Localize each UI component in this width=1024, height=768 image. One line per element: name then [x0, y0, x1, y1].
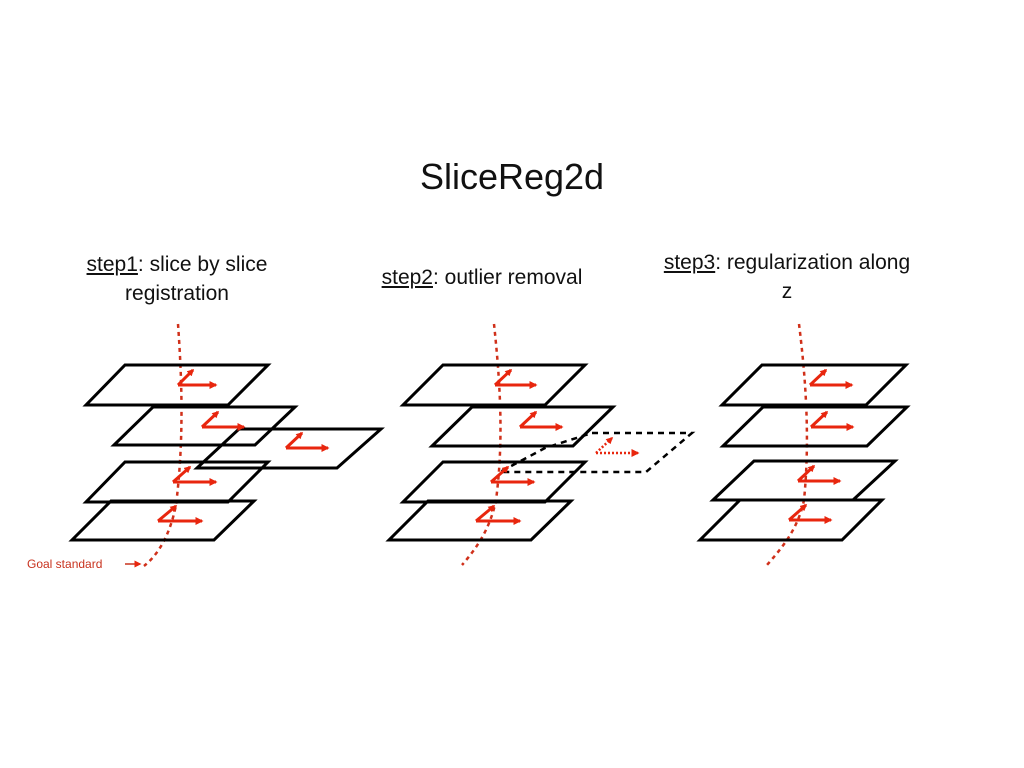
rotation-arrow [518, 410, 538, 429]
rotation-arrow [808, 368, 828, 387]
goal-standard-label: Goal standard [27, 557, 103, 571]
step2-caption: step2: outlier removal [352, 263, 612, 292]
slice [82, 363, 272, 407]
step2-text: : outlier removal [432, 266, 583, 289]
slice [385, 499, 575, 542]
rotation-arrow [809, 410, 829, 429]
rotation-arrow [475, 504, 496, 523]
step2-key: step2 [381, 266, 433, 289]
slice [696, 498, 886, 542]
step1-key: step1 [86, 253, 138, 276]
rotation-arrow [200, 410, 220, 429]
slice [428, 405, 617, 448]
step1-caption: step1: slice by slice registration [52, 250, 302, 308]
step2-stack [385, 323, 696, 566]
page-title: SliceReg2d [419, 156, 605, 197]
rotation-arrow [788, 503, 808, 522]
slice [719, 405, 911, 448]
slice [68, 499, 258, 542]
step1-stack [68, 323, 385, 568]
step3-stack [696, 323, 911, 566]
slice [399, 363, 589, 407]
step3-key: step3 [663, 251, 716, 274]
step1-text: : slice by slice registration [125, 253, 268, 305]
rotation-arrow [796, 464, 816, 483]
step3-text: : regularization along z [715, 251, 911, 303]
goal-standard-curve [461, 323, 502, 566]
slice [718, 363, 910, 407]
outlier-rotation-arrow [595, 436, 614, 454]
rotation-arrow [172, 465, 192, 484]
slice [110, 405, 299, 447]
step3-caption: step3: regularization along z [662, 248, 912, 306]
rotation-arrow [157, 504, 178, 523]
rotation-arrow [284, 431, 304, 450]
goal-standard-curve [766, 323, 809, 566]
slice-misaligned [193, 427, 385, 470]
goal-standard-curve [143, 323, 183, 567]
rotation-arrow [493, 368, 513, 387]
rotation-arrow [490, 465, 510, 484]
rotation-arrow [176, 368, 195, 387]
